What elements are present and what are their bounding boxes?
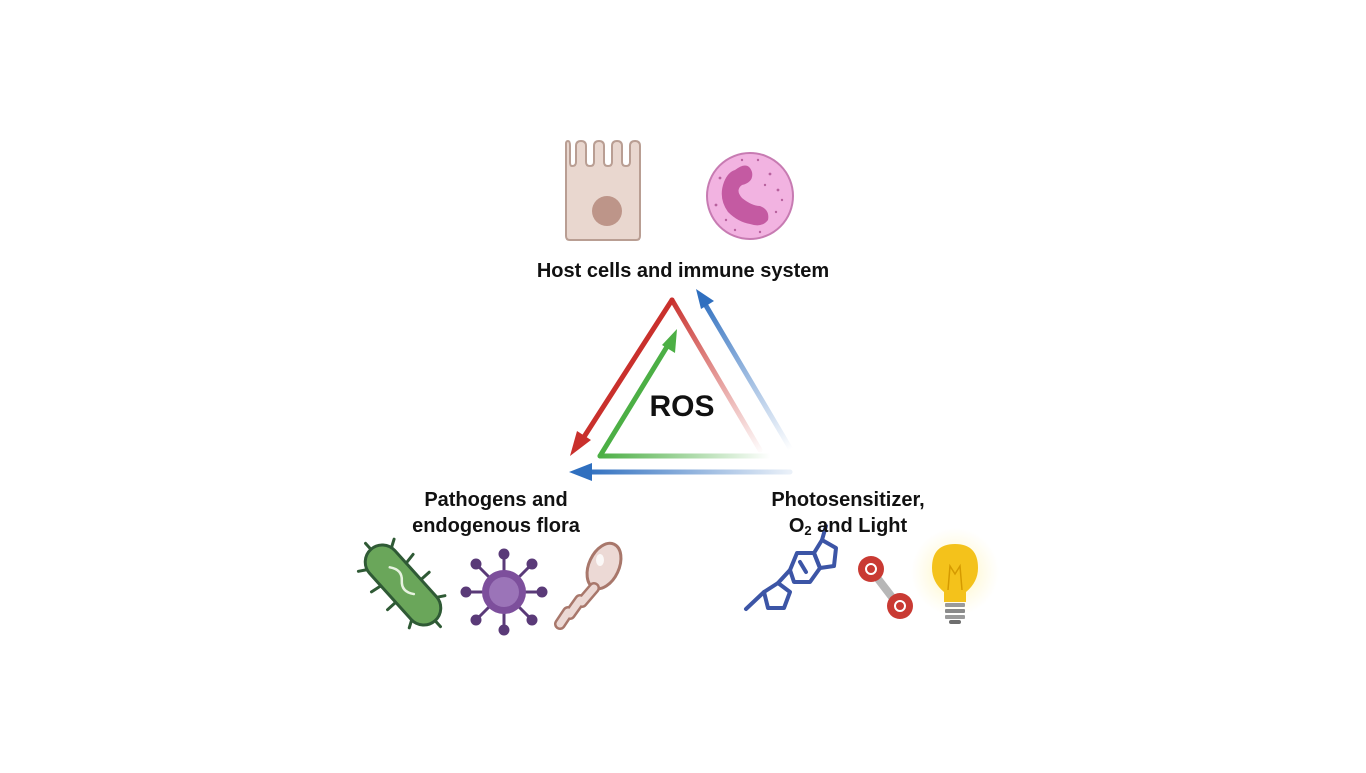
photosensitizer-line-2: O2 and Light: [728, 513, 968, 544]
virus-icon: [460, 548, 548, 636]
photosensitizer-molecule-icon: [744, 524, 838, 611]
oxygen-subscript: 2: [804, 523, 812, 538]
blue-arrow-photosensitizer-to-host: [696, 289, 793, 451]
pathogens-line-2: endogenous flora: [412, 515, 580, 537]
light-bulb-icon: [911, 528, 999, 624]
photosensitizer-line-1: Photosensitizer,: [771, 489, 925, 511]
red-arrow-host-to-pathogens: [570, 297, 763, 456]
oxygen-symbol: O: [788, 515, 805, 537]
blue-arrow-photosensitizer-to-pathogens: [569, 463, 793, 481]
pathogens-label: Pathogens and endogenous flora: [366, 487, 626, 539]
fungus-icon: [554, 541, 623, 630]
epithelial-cell-icon: [565, 139, 641, 241]
neutrophil-icon: [706, 152, 794, 240]
oxygen-molecule-icon: [858, 556, 913, 619]
pathogens-line-1: Pathogens and: [424, 489, 568, 511]
photosensitizer-label: Photosensitizer, O2 and Light: [728, 487, 968, 544]
green-arrow-pathogens-to-host: [597, 329, 773, 459]
ros-label: ROS: [649, 390, 715, 423]
and-light-text: and Light: [811, 515, 908, 537]
host-cells-text: Host cells and immune system: [536, 260, 830, 282]
host-cells-label: Host cells and immune system: [483, 258, 883, 284]
bacterium-icon: [356, 537, 447, 630]
